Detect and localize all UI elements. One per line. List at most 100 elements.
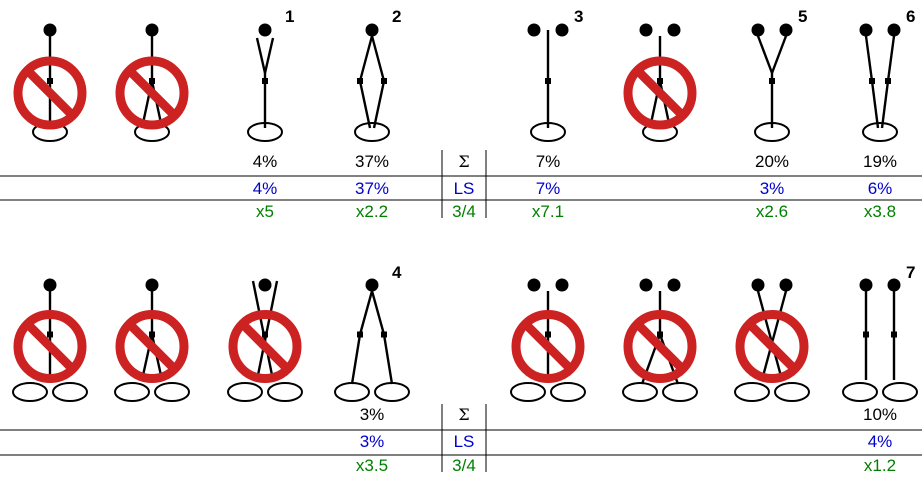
- prohibited-ring: [115, 56, 189, 130]
- ls-value: 37%: [355, 179, 389, 198]
- foot-ellipse: [227, 382, 263, 402]
- ls-value: 7%: [536, 179, 561, 198]
- foot-ellipse: [52, 382, 88, 402]
- joint-mark: [769, 78, 775, 84]
- foot-ellipse: [734, 382, 770, 402]
- legend-ratio: 3/4: [452, 202, 476, 221]
- foot-ellipse: [862, 122, 898, 142]
- prohibited-slash: [239, 321, 291, 372]
- leg-line: [886, 35, 896, 82]
- head-dot: [365, 278, 379, 292]
- sum-value: 4%: [253, 152, 278, 171]
- joint-mark: [545, 78, 551, 84]
- leg-line: [870, 80, 880, 129]
- head-dot: [365, 23, 379, 37]
- foot-ellipse: [882, 382, 918, 402]
- foot-ellipse: [550, 382, 586, 402]
- stance-figure-3: 14%4%x5: [247, 7, 294, 221]
- stance-figure-7: [734, 278, 810, 402]
- prohibited-ring: [511, 310, 585, 383]
- joint-mark: [545, 331, 551, 338]
- joint-mark: [657, 78, 663, 84]
- head-dot: [639, 278, 653, 292]
- prohibited-ring: [115, 310, 189, 383]
- prohibited-slash: [24, 67, 76, 119]
- ls-value: 4%: [253, 179, 278, 198]
- stance-figure-2: [114, 278, 190, 402]
- joint-mark: [357, 78, 363, 84]
- joint-mark: [262, 331, 268, 338]
- head-dot: [258, 23, 272, 37]
- figure-number: 5: [798, 7, 807, 26]
- prohibited-ring: [13, 56, 87, 130]
- leg-line: [350, 334, 362, 385]
- ls-value: 3%: [760, 179, 785, 198]
- foot-ellipse: [334, 382, 370, 402]
- ratio-value: x2.6: [756, 202, 788, 221]
- foot-ellipse: [267, 382, 303, 402]
- head-dot: [258, 278, 272, 292]
- head-dot: [527, 23, 541, 37]
- foot-ellipse: [774, 382, 810, 402]
- leg-line: [760, 290, 788, 381]
- head-dot: [859, 278, 873, 292]
- head-dot: [555, 278, 569, 292]
- head-dot: [751, 23, 765, 37]
- ratio-value: x2.2: [356, 202, 388, 221]
- leg-line: [255, 37, 267, 74]
- stance-figure-5: [510, 278, 586, 402]
- ls-value: 6%: [868, 179, 893, 198]
- prohibited-slash: [634, 321, 686, 372]
- stance-figure-4: 237%37%x2.2: [354, 7, 401, 221]
- foot-ellipse: [354, 122, 390, 142]
- head-dot: [43, 278, 57, 292]
- leg-line: [255, 280, 279, 381]
- sum-value: 37%: [355, 152, 389, 171]
- stance-figure-6: [623, 23, 697, 142]
- prohibited-slash: [634, 67, 686, 119]
- foot-ellipse: [622, 382, 658, 402]
- stance-figure-3: [227, 278, 303, 402]
- joint-mark: [381, 78, 387, 84]
- joint-mark: [149, 78, 155, 84]
- sum-value: 10%: [863, 405, 897, 424]
- leg-line: [756, 290, 784, 381]
- ratio-value: x5: [256, 202, 274, 221]
- stance-figure-6: [622, 278, 698, 402]
- head-dot: [43, 23, 57, 37]
- stance-figure-1: [13, 23, 87, 142]
- joint-mark: [891, 331, 897, 338]
- leg-line: [372, 80, 386, 129]
- prohibited-ring: [13, 310, 87, 383]
- head-dot: [639, 23, 653, 37]
- ls-value: 3%: [360, 432, 385, 451]
- leg-line: [880, 80, 890, 129]
- sum-value: 20%: [755, 152, 789, 171]
- figure-number: 3: [574, 7, 583, 26]
- ratio-value: x3.8: [864, 202, 896, 221]
- foot-ellipse: [662, 382, 698, 402]
- prohibited-slash: [522, 321, 574, 372]
- prohibited-slash: [24, 321, 76, 372]
- joint-mark: [47, 331, 53, 338]
- head-dot: [145, 23, 159, 37]
- stance-figure-2: [115, 23, 189, 142]
- figure-number: 4: [392, 263, 402, 282]
- leg-line: [370, 290, 386, 335]
- leg-line: [251, 280, 275, 381]
- head-dot: [527, 278, 541, 292]
- legend-ratio: 3/4: [452, 456, 476, 475]
- joint-mark: [47, 78, 53, 84]
- sum-value: 7%: [536, 152, 561, 171]
- ratio-value: x1.2: [864, 456, 896, 475]
- prohibited-slash: [126, 67, 178, 119]
- sum-value: 3%: [360, 405, 385, 424]
- head-dot: [779, 23, 793, 37]
- foot-ellipse: [510, 382, 546, 402]
- joint-mark: [357, 331, 363, 338]
- stance-figure-8: 619%6%x3.8: [859, 7, 915, 221]
- joint-mark: [863, 331, 869, 338]
- ls-value: 4%: [868, 432, 893, 451]
- foot-ellipse: [154, 382, 190, 402]
- leg-line: [382, 334, 394, 385]
